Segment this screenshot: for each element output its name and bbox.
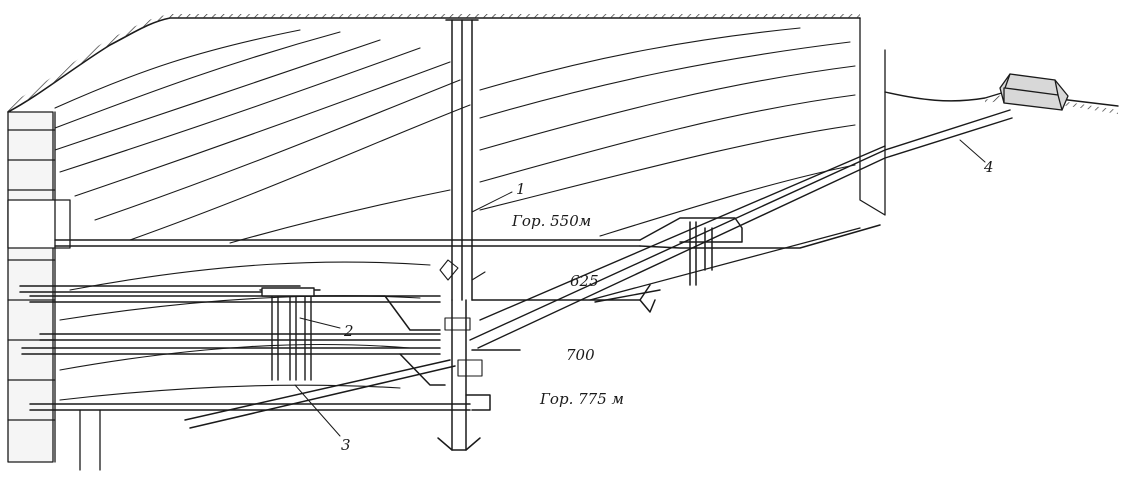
level-625-gallery <box>19 284 656 331</box>
shaft-marker: 1 <box>516 180 526 198</box>
ground-hatch-left <box>6 14 860 112</box>
rock-strata <box>54 27 856 401</box>
level-550-label: Гор. 550м <box>512 212 592 230</box>
level-775-label: Гор. 775 м <box>540 390 624 408</box>
main-shaft <box>437 19 481 451</box>
level-700-label: 700 <box>566 346 595 364</box>
level-550-gallery <box>54 217 881 286</box>
level-775-gallery <box>29 359 491 429</box>
raise-marker: 2 <box>344 322 354 340</box>
junction-details <box>439 259 486 377</box>
raises-group <box>259 287 321 381</box>
incline-drifts <box>469 109 1013 349</box>
leader-lines <box>294 139 986 437</box>
section-bottom-edge <box>589 227 861 301</box>
section-boundary-right <box>859 17 886 216</box>
level-625-label: 625 <box>570 272 599 290</box>
level-700-gallery <box>21 333 521 386</box>
left-wall-block <box>7 111 101 471</box>
surface-building <box>999 73 1069 111</box>
ground-surface-right <box>884 91 1119 107</box>
drift-marker: 3 <box>341 436 351 454</box>
incline-marker: 4 <box>984 158 994 176</box>
